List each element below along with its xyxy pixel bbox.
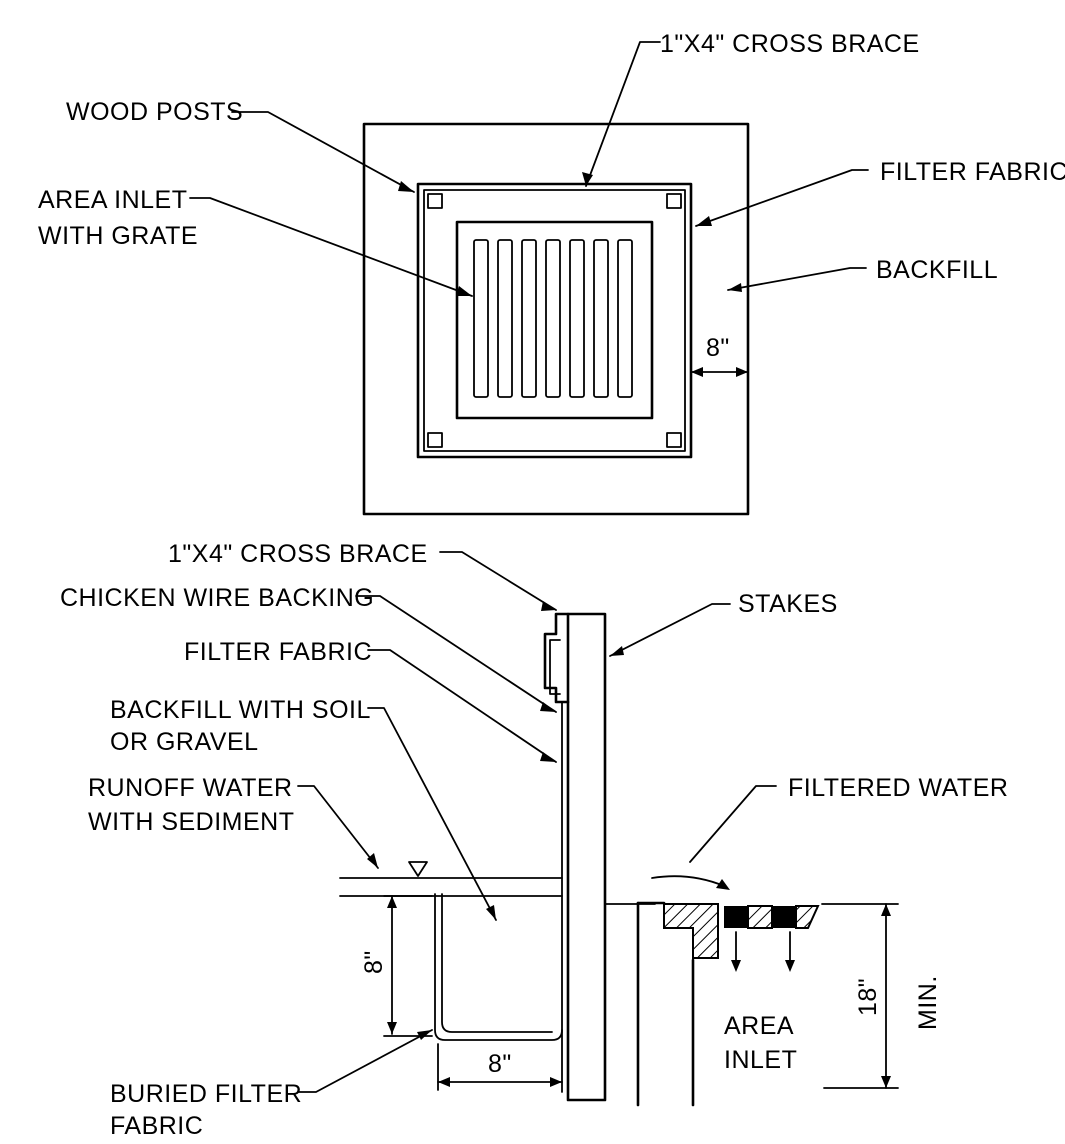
leader-filter-fabric-section <box>367 649 557 763</box>
label-runoff-2: WITH SEDIMENT <box>88 808 295 836</box>
grate-frame <box>455 220 654 420</box>
leader-stakes <box>609 603 731 657</box>
grate-bar-solid <box>724 906 748 928</box>
grate-slot <box>569 239 585 398</box>
label-dim-horizontal: 8" <box>488 1050 512 1078</box>
label-cross-brace-section: 1"X4" CROSS BRACE <box>168 540 428 568</box>
grate-slot <box>593 239 609 398</box>
label-dimension-plan: 8" <box>706 334 730 362</box>
grate-bar-solid <box>772 906 796 928</box>
label-chicken-wire: CHICKEN WIRE BACKING <box>60 584 374 612</box>
leader-runoff <box>297 785 379 869</box>
label-backfill-plan: BACKFILL <box>876 256 998 284</box>
label-dim-vertical: 8" <box>360 950 388 974</box>
plan-view: 1"X4" CROSS BRACE WOOD POSTS AREA INLET … <box>38 30 1065 516</box>
leader-backfill-section <box>367 707 497 921</box>
wood-post-icon <box>666 432 682 448</box>
label-stakes: STAKES <box>738 590 838 618</box>
leader-cross-brace-plan <box>585 41 661 187</box>
label-filter-fabric-plan: FILTER FABRIC <box>880 158 1065 186</box>
grate-slots <box>473 239 633 398</box>
water-level-icon <box>408 861 428 877</box>
label-area-inlet-plan-2: WITH GRATE <box>38 222 198 250</box>
label-area-inlet-section-2: INLET <box>724 1046 797 1074</box>
grate-bar-hatch <box>747 905 773 929</box>
label-buried-2: FABRIC <box>110 1112 203 1140</box>
leader-buried-fabric <box>297 1029 433 1093</box>
buried-filter-fabric <box>434 893 563 1041</box>
grate-slot <box>473 239 489 398</box>
label-area-inlet-plan-1: AREA INLET <box>38 186 188 214</box>
grate-slot <box>521 239 537 398</box>
plan-filter-fabric-outer <box>416 182 693 459</box>
leader-backfill-plan <box>727 267 867 291</box>
label-cross-brace-plan: 1"X4" CROSS BRACE <box>660 30 920 58</box>
grate-slot <box>497 239 513 398</box>
grate-bar-hatch <box>795 905 820 929</box>
inlet-frame-hatch <box>663 903 719 959</box>
grate-slot <box>545 239 561 398</box>
plan-filter-fabric-inner <box>423 189 686 452</box>
label-backfill-section-1: BACKFILL WITH SOIL <box>110 696 371 724</box>
section-view: 1"X4" CROSS BRACE CHICKEN WIRE BACKING F… <box>60 540 1008 1140</box>
filtered-water-arrow <box>651 875 725 887</box>
leader-filtered-water <box>689 785 777 863</box>
leader-chicken-wire <box>355 595 557 713</box>
plan-backfill-outline <box>362 122 750 516</box>
leader-area-inlet-plan <box>189 197 473 297</box>
leader-cross-brace-section <box>439 551 557 611</box>
label-filter-fabric-section: FILTER FABRIC <box>184 638 372 666</box>
label-runoff-1: RUNOFF WATER <box>88 774 293 802</box>
label-filtered-water: FILTERED WATER <box>788 774 1008 802</box>
label-dim-depth: 18" <box>854 978 882 1016</box>
wood-post-icon <box>666 193 682 209</box>
wood-post-icon <box>427 193 443 209</box>
leader-filter-fabric-plan <box>695 169 869 227</box>
label-buried-1: BURIED FILTER <box>110 1080 302 1108</box>
label-area-inlet-section-1: AREA <box>724 1012 794 1040</box>
label-backfill-section-2: OR GRAVEL <box>110 728 259 756</box>
grate-slot <box>617 239 633 398</box>
label-dim-min: MIN. <box>914 975 942 1030</box>
leader-wood-posts <box>231 111 415 193</box>
chicken-wire-profile <box>549 639 561 695</box>
label-wood-posts: WOOD POSTS <box>66 98 243 126</box>
stake <box>566 612 607 1102</box>
wood-post-icon <box>427 432 443 448</box>
cross-brace-profile <box>543 612 570 704</box>
